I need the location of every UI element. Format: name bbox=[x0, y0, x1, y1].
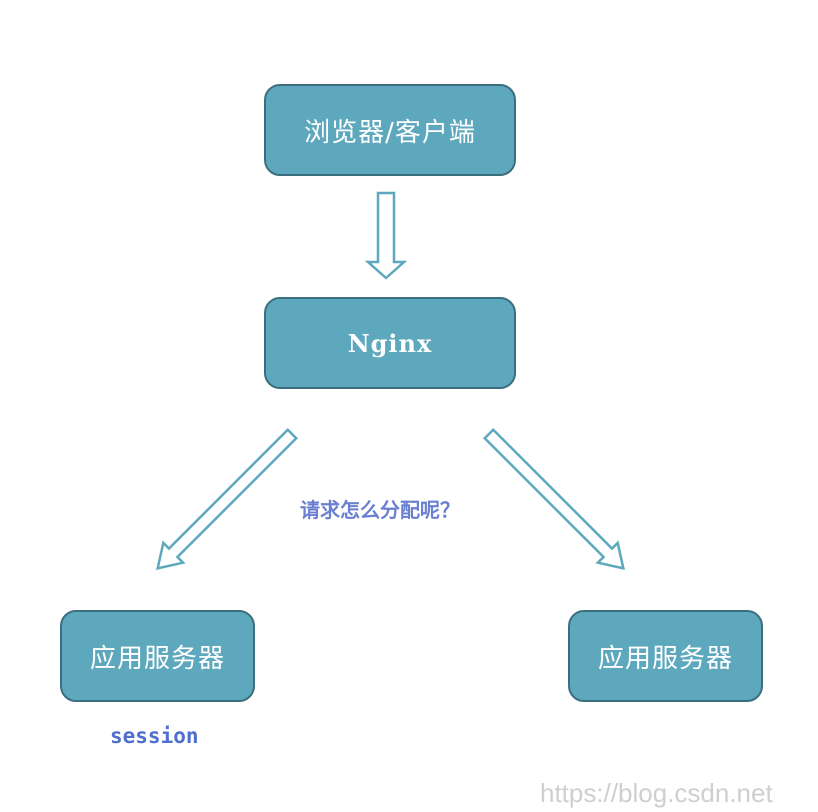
client-node: 浏览器/客户端 bbox=[264, 84, 516, 176]
client-node-label: 浏览器/客户端 bbox=[304, 117, 476, 148]
app-server-left-node: 应用服务器 bbox=[60, 610, 255, 702]
distribution-question: 请求怎么分配呢？ bbox=[300, 498, 460, 522]
arrow-client-to-nginx bbox=[364, 191, 408, 280]
watermark: https://blog.csdn.net bbox=[540, 778, 773, 808]
app-server-right-node: 应用服务器 bbox=[568, 610, 763, 702]
arrow-nginx-to-app-left bbox=[156, 427, 299, 570]
arrow-nginx-to-app-right bbox=[482, 427, 625, 570]
app-server-right-label: 应用服务器 bbox=[597, 643, 733, 674]
nginx-node-label: Nginx bbox=[347, 328, 433, 358]
nginx-node: Nginx bbox=[264, 297, 516, 389]
session-label: session bbox=[110, 724, 199, 748]
app-server-left-label: 应用服务器 bbox=[89, 643, 225, 674]
